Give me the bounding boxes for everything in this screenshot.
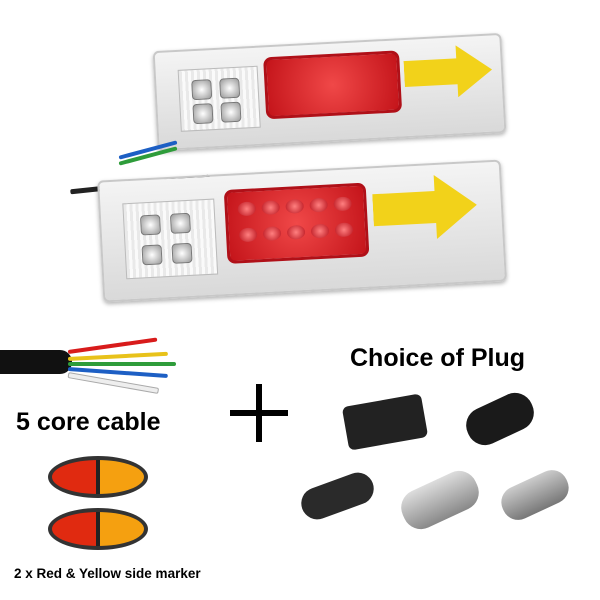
marker-caption: 2 x Red & Yellow side marker xyxy=(14,566,201,581)
stop-light-section xyxy=(263,50,403,120)
flat-7-pin-plug xyxy=(341,393,429,451)
stop-light-section xyxy=(223,182,370,264)
metal-7-pin-plug xyxy=(395,464,485,536)
small-round-plug xyxy=(296,468,379,524)
cable-heading: 5 core cable xyxy=(16,408,161,436)
tail-light-front xyxy=(97,159,507,303)
metal-socket-plug xyxy=(496,464,574,526)
tail-light-rear xyxy=(152,32,507,152)
indicator-arrow xyxy=(403,43,494,100)
side-marker-light xyxy=(48,456,148,498)
side-marker-light xyxy=(48,508,148,550)
reverse-light-section xyxy=(122,198,219,280)
indicator-arrow xyxy=(371,173,478,242)
round-7-pin-plug xyxy=(460,386,540,452)
reverse-light-section xyxy=(177,65,261,132)
plug-heading: Choice of Plug xyxy=(350,344,525,372)
